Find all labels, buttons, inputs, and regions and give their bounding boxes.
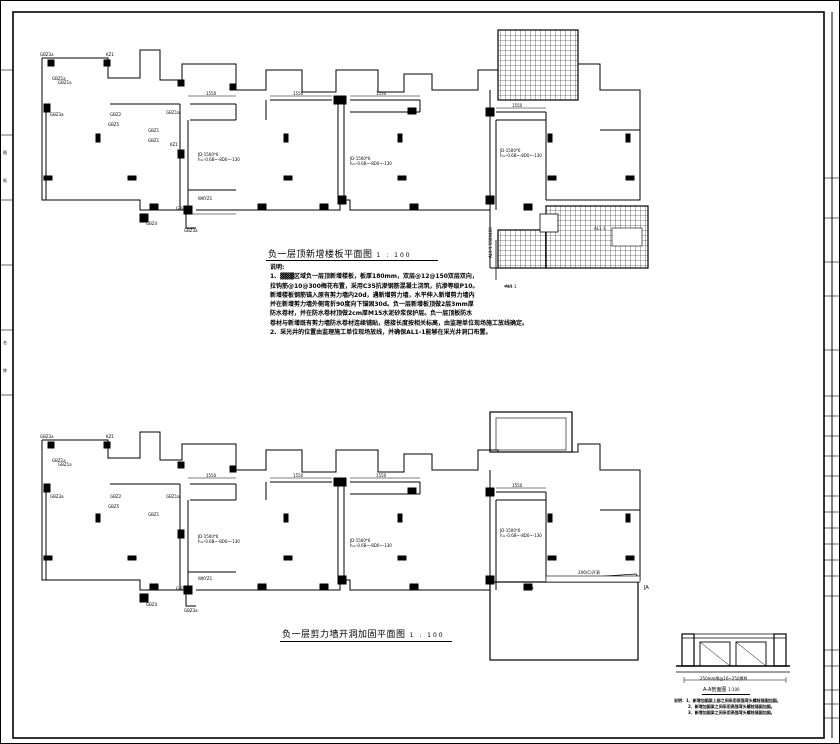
section-title: A-A剖面图 1:100 bbox=[703, 686, 740, 693]
slab-tag: JD-1500*6 h=-0.6B~-8D0~-130 bbox=[350, 156, 392, 166]
section-a-a bbox=[676, 633, 790, 683]
beam-label-bottom: AL1-1 bbox=[505, 284, 517, 289]
section-note-line: 2、新增加固梁之间采用高强弯头螺栓锚固加固。 bbox=[688, 704, 775, 709]
notes-line: 新增楼板钢筋锚入原有剪力墙内20d，遇新增剪力墙，水平伸入新增剪力墙内 bbox=[270, 291, 475, 299]
wall-label: GBZ1a bbox=[166, 494, 180, 499]
wall-label: GBZ1a bbox=[176, 586, 190, 591]
notes-line: 卷材与新增既有剪力墙防水卷材连续铺贴，搭接长度按相关标高，由监理单位现场施工放线… bbox=[270, 319, 529, 327]
wall-label: GBZ1 bbox=[148, 138, 160, 143]
wall-label: KZ1 bbox=[170, 142, 178, 147]
dim-label: 1550 bbox=[206, 473, 217, 478]
wall-label: WKYZ1 bbox=[198, 576, 213, 581]
wall-label: GBZ3a bbox=[50, 494, 64, 499]
slab-tag: JD-1500*6 h=-0.6B~-8D0~-130 bbox=[500, 528, 542, 538]
wall-label: GBZ3a bbox=[40, 52, 54, 57]
wall-label: GBZ3a bbox=[50, 112, 64, 117]
wall-label: GBZ1a bbox=[58, 80, 72, 85]
frame-label: 纸 bbox=[3, 178, 7, 183]
wall-label: KZ1 bbox=[106, 52, 114, 57]
frame-label: 称 bbox=[3, 368, 7, 373]
section-note-line: 说明：1、新增加固梁上部之间采用高强弯头螺栓锚固加固。 bbox=[674, 698, 781, 703]
wall-label: GBZ3a bbox=[184, 228, 198, 233]
beam-label: AL1-1 bbox=[594, 226, 606, 231]
section-notes: 说明：1、新增加固梁上部之间采用高强弯头螺栓锚固加固。 2、新增加固梁之间采用高… bbox=[674, 698, 781, 716]
wall-label: GBZ1a bbox=[52, 76, 66, 81]
wall-label: GBZ1a bbox=[176, 206, 190, 211]
slab-tag: JD-1500*6 h=-0.6B~-8D0~-130 bbox=[198, 534, 240, 544]
dim-label: 1550 bbox=[293, 91, 304, 96]
dim-label: 1550 bbox=[512, 103, 523, 108]
notes-line: 防水卷材，并在防水卷材顶做2cm厚M15水泥砂浆保护层。负一层顶板防水 bbox=[270, 310, 473, 318]
section-scale: 1:100 bbox=[728, 687, 740, 692]
dim-label: 1550 bbox=[376, 91, 387, 96]
plan2-title-text: 负一层剪力墙开洞加固平面图 bbox=[282, 630, 406, 640]
plan1-title-underline bbox=[266, 260, 438, 261]
section-note-line: 3、新增加固梁之间采用高强弯头螺栓锚固加固。 bbox=[688, 710, 775, 715]
bottom-floor-plan bbox=[41, 411, 641, 661]
section-mark-a: A bbox=[530, 585, 534, 591]
wall-label: GBZ5 bbox=[108, 504, 120, 509]
notes-heading: 说明: bbox=[270, 264, 285, 271]
wall-label: GBZ4 bbox=[146, 221, 158, 226]
wall-label: GBZ1a bbox=[52, 458, 66, 463]
wall-label: GBZ1a bbox=[166, 110, 180, 115]
notes-block: 说明: 1、▓▓▓区域负一层顶新增楼板，板厚180mm，双层@12@150双层双… bbox=[270, 263, 528, 337]
wall-label: GBZ1 bbox=[148, 128, 160, 133]
top-floor-plan bbox=[41, 29, 649, 287]
wall-label: GBZ5 bbox=[108, 122, 120, 127]
section-title-underline bbox=[702, 694, 750, 695]
notes-line: 拉钩筋@10@300梅花布置，采用C35抗渗钢筋混凝土浇筑，抗渗等级P10。 bbox=[270, 282, 479, 290]
wall-label: GBZ1 bbox=[148, 512, 160, 517]
slab-tag: JD-1500*6 h=-0.6B~-8D0~-130 bbox=[350, 538, 392, 548]
frame-label: 图 bbox=[3, 150, 7, 155]
title-block bbox=[824, 12, 840, 738]
frame-label: 名 bbox=[3, 340, 7, 345]
wall-label: GBZ3a bbox=[184, 608, 198, 613]
wall-label: GBZ3a bbox=[40, 434, 54, 439]
dim-label: 1550 bbox=[376, 473, 387, 478]
notes-line: 2、采光井的位置由监理施工单位现场放线，并确保AL1-1能够在采光井洞口布置。 bbox=[270, 329, 492, 337]
new-slab-hatch-top bbox=[497, 29, 579, 101]
section-mark-ja: JA bbox=[644, 585, 649, 591]
plan1-scale: 1 : 100 bbox=[376, 252, 412, 259]
wall-label: KZ1 bbox=[106, 434, 114, 439]
side-label: AL1-1 150X400 bbox=[488, 227, 493, 258]
section-title-text: A-A剖面图 bbox=[703, 687, 727, 693]
wall-label: GBZ2 bbox=[110, 494, 122, 499]
dim-label: 1550 bbox=[206, 91, 217, 96]
plan1-title-text: 负一层顶新增楼板平面图 bbox=[268, 250, 373, 260]
wall-label: WKYZ1 bbox=[198, 196, 213, 201]
plan2-scale: 1 : 100 bbox=[409, 632, 445, 639]
wall-label: GBZ4 bbox=[146, 602, 158, 607]
opening-label: 2X6(C)开洞 bbox=[578, 570, 600, 575]
dim-label: 1550 bbox=[512, 483, 523, 488]
section-dim: 250mm厚@16~250厚M bbox=[700, 676, 747, 681]
notes-line: 1、▓▓▓区域负一层顶新增楼板，板厚180mm，双层@12@150双层双向， bbox=[270, 273, 478, 281]
dim-label: 1550 bbox=[293, 473, 304, 478]
wall-label: GBZ1a bbox=[58, 462, 72, 467]
wall-label: GBZ2 bbox=[110, 112, 122, 117]
top-dim-lines bbox=[188, 95, 546, 215]
bottom-dim-lines bbox=[188, 477, 546, 489]
slab-tag: JD-1500*6 h=-0.6B~-8D0~-130 bbox=[198, 152, 240, 162]
slab-tag: JD-1500*6 h=-0.6B~-8D0~-130 bbox=[500, 148, 542, 158]
notes-line: 并在新增剪力墙外侧弯折90度向下锚固30d。负一层新增板顶做2层3mm厚 bbox=[270, 301, 474, 309]
plan2-title-underline bbox=[280, 641, 452, 642]
